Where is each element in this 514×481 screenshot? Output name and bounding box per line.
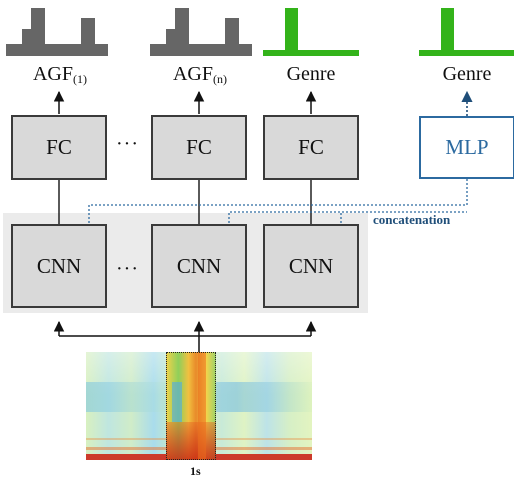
genre-1-onehot-icon	[263, 8, 359, 56]
segment-window	[166, 352, 216, 460]
cnn-block-genre: CNN	[263, 224, 359, 308]
spectrogram-image	[86, 352, 312, 460]
concatenation-label: concatenation	[373, 212, 451, 227]
cnn-block-1: CNN	[11, 224, 107, 308]
mlp-block: MLP	[419, 116, 514, 179]
agf-n-histogram-icon	[150, 8, 252, 56]
genre-2-label: Genre	[442, 63, 492, 85]
genre-2-onehot-icon	[419, 8, 514, 56]
agf-n-label: AGF(n)	[172, 63, 227, 86]
agf-1-label: AGF(1)	[32, 63, 87, 86]
fc-block-1: FC	[11, 115, 107, 180]
genre-1-label: Genre	[286, 63, 336, 85]
fc-ellipsis: ···	[116, 133, 139, 155]
agf-1-histogram-icon	[6, 8, 108, 56]
segment-duration-label: 1s	[190, 464, 201, 478]
cnn-block-n: CNN	[151, 224, 247, 308]
fc-block-genre: FC	[263, 115, 359, 180]
fc-block-n: FC	[151, 115, 247, 180]
cnn-ellipsis: ···	[116, 258, 139, 280]
